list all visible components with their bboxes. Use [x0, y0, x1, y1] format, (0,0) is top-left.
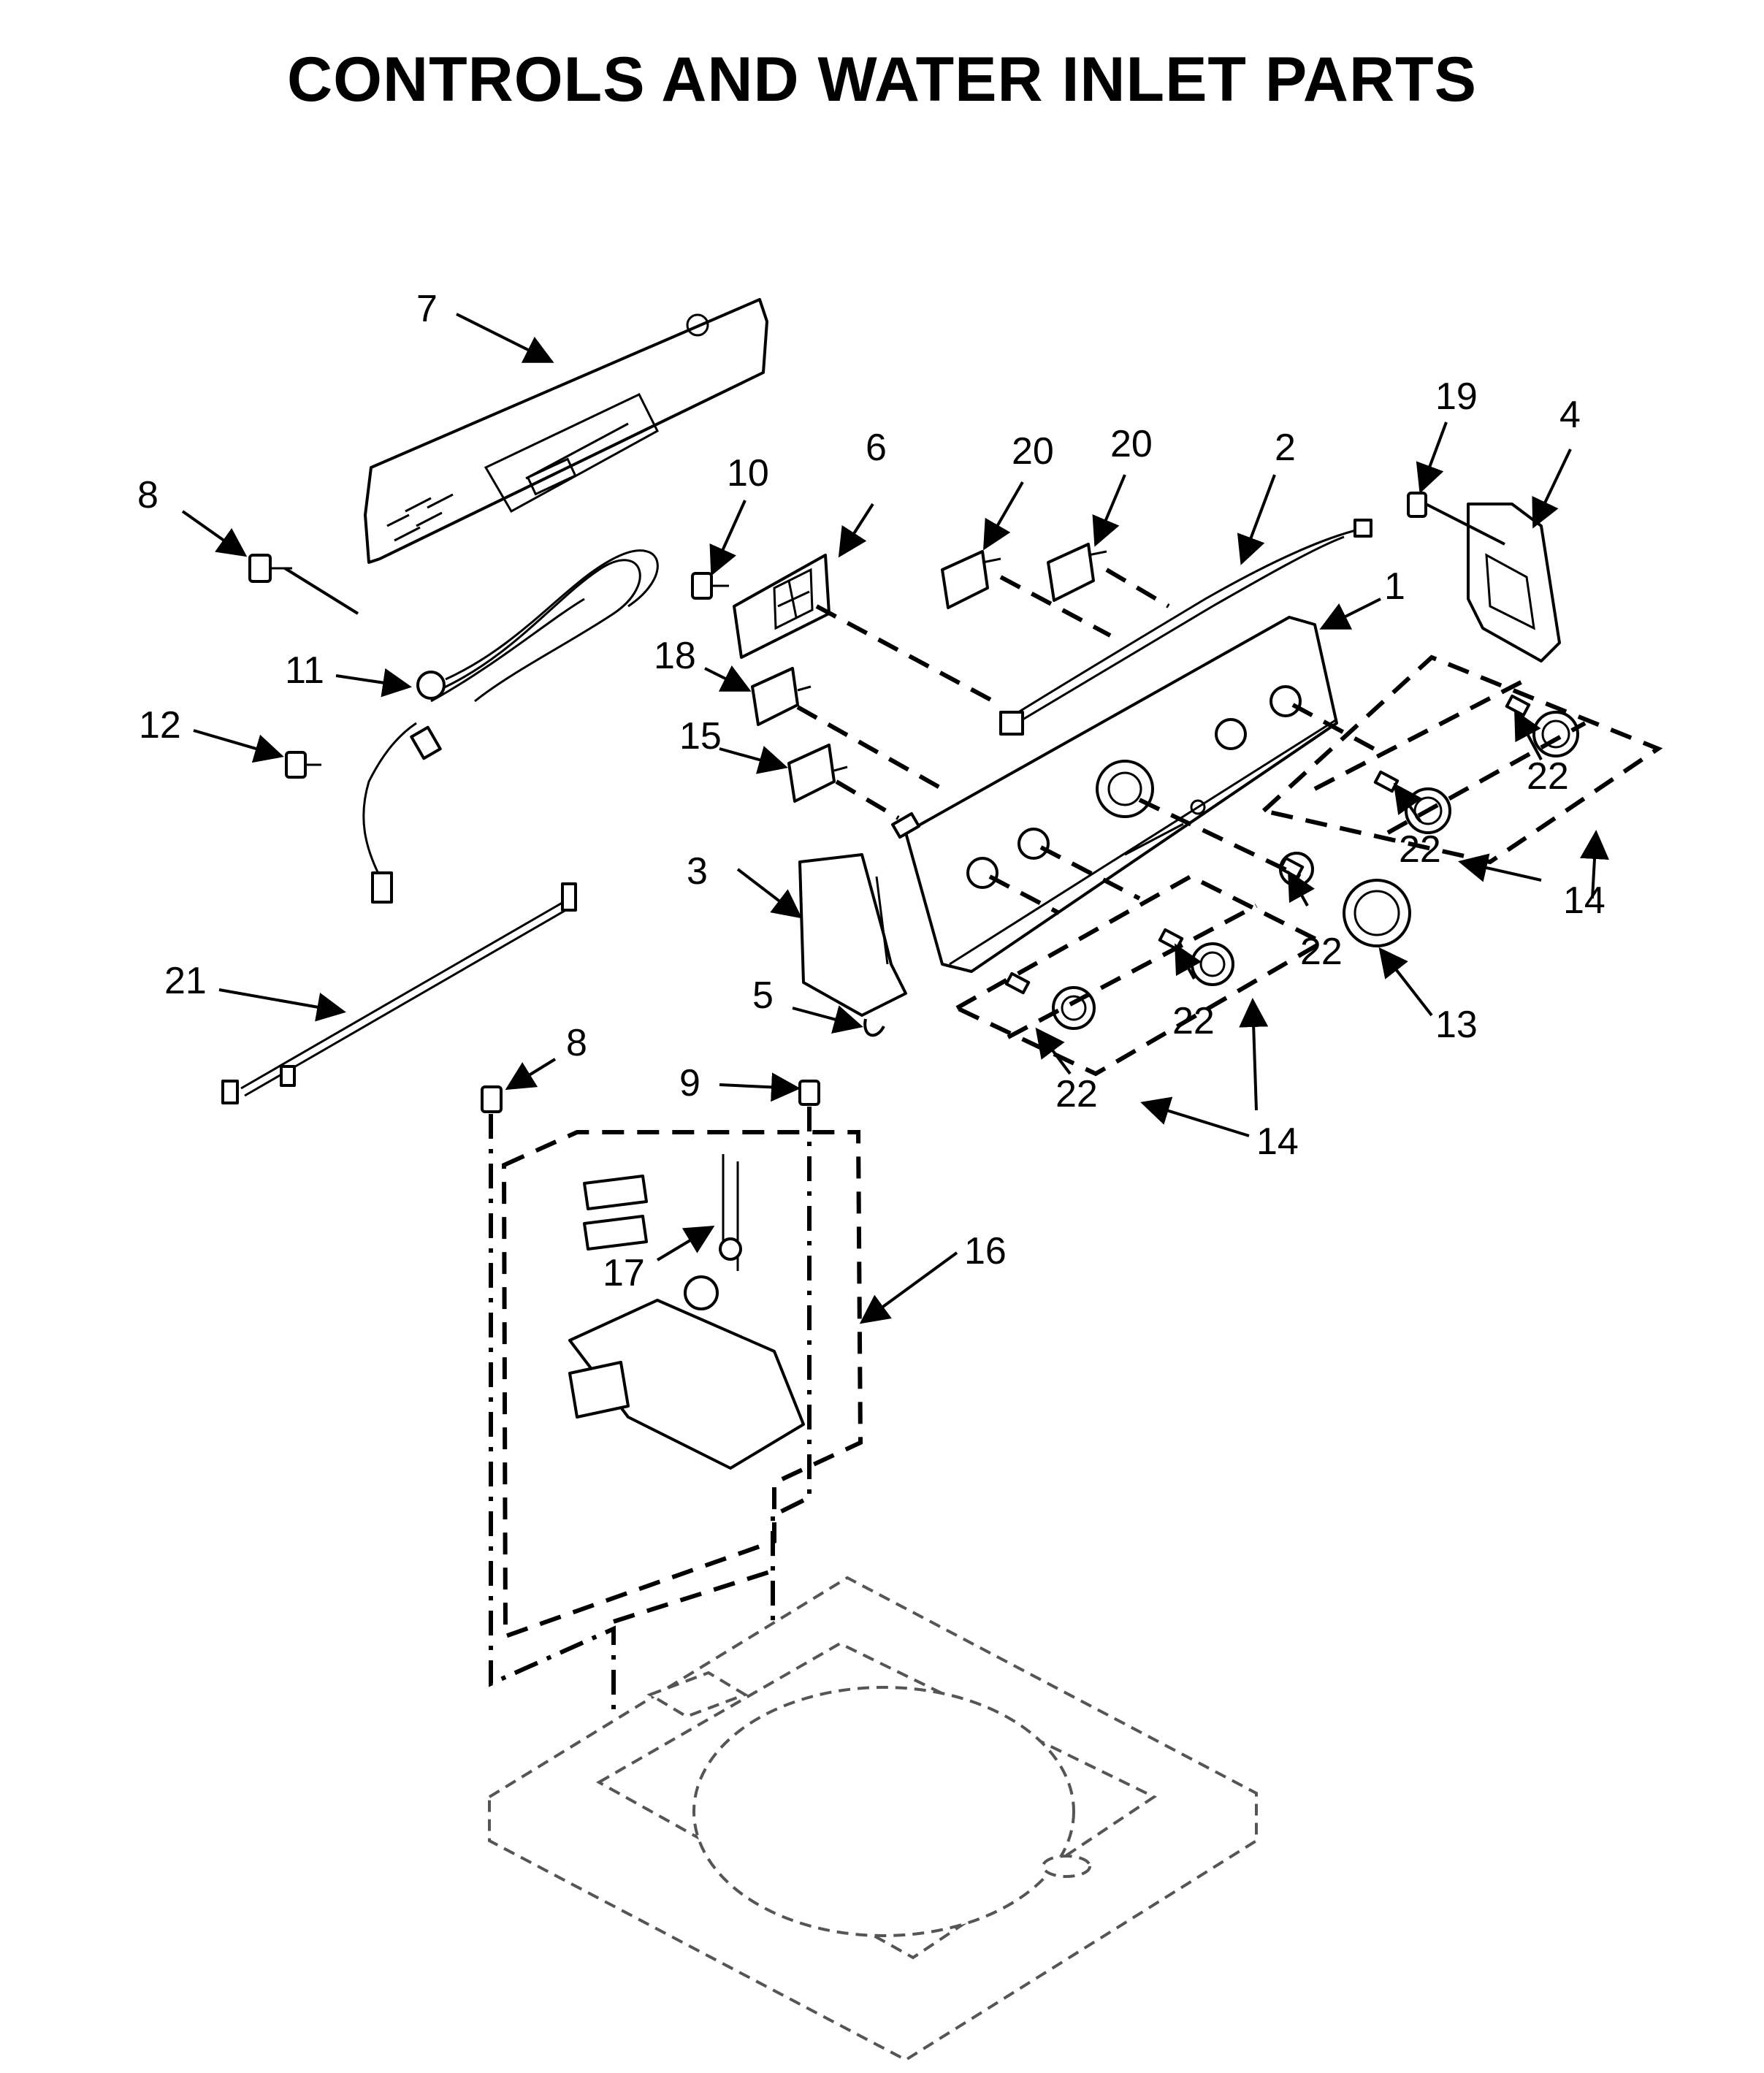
diagram-title: CONTROLS AND WATER INLET PARTS	[287, 45, 1477, 115]
callout-5: 5	[752, 974, 774, 1017]
control-board-part-6	[733, 554, 831, 659]
knob-part-22-b	[1158, 928, 1234, 986]
console-part-1	[891, 616, 1338, 973]
callout-16: 16	[964, 1230, 1007, 1272]
callout-9: 9	[679, 1062, 700, 1104]
screw-part-19	[1407, 492, 1505, 546]
screw-part-8-lower	[481, 1085, 503, 1113]
callout-14-right: 14	[1563, 879, 1605, 922]
callout-2: 2	[1275, 427, 1296, 469]
callout-10: 10	[727, 452, 769, 495]
water-valve-part-17	[568, 1154, 805, 1470]
group-outline-part-14-lower	[952, 874, 1327, 1077]
callout-7: 7	[416, 288, 438, 330]
screw-part-9	[798, 1080, 820, 1106]
callout-13: 13	[1435, 1004, 1478, 1046]
callout-11: 11	[285, 649, 324, 692]
cabinet-top	[488, 1576, 1258, 2062]
callout-19: 19	[1435, 375, 1478, 418]
callout-18: 18	[654, 635, 696, 677]
clip-part-5	[863, 1018, 885, 1037]
end-cap-part-4	[1467, 503, 1561, 663]
callout-22-a: 22	[1527, 755, 1569, 798]
wire-harness-part-2	[999, 519, 1372, 736]
callout-15: 15	[679, 715, 722, 757]
power-cord-part-11	[362, 549, 659, 904]
assembly-lines	[796, 568, 1382, 915]
wire-harness-part-21	[221, 882, 577, 1104]
callout-17: 17	[603, 1252, 645, 1294]
leader-arrows	[181, 313, 1609, 1324]
switch-part-20-right	[1047, 543, 1107, 602]
callout-8-upper: 8	[137, 474, 159, 516]
switch-part-20-left	[941, 550, 1001, 609]
callout-20-left: 20	[1012, 430, 1054, 473]
switch-part-18	[751, 667, 812, 726]
screw-part-10	[691, 572, 729, 600]
callout-21: 21	[164, 960, 207, 1002]
side-panel-part-3	[798, 853, 907, 1017]
callout-12: 12	[139, 704, 181, 747]
callout-22-c: 22	[1300, 931, 1343, 973]
callout-labels: 7 8 11 12 21 10 6 18 15 20 20 2 1 19 4 3…	[137, 288, 1605, 1294]
callout-3: 3	[687, 850, 708, 893]
screw-part-8-upper	[248, 554, 359, 615]
switch-part-15	[787, 744, 848, 803]
callout-8-lower: 8	[566, 1022, 587, 1064]
callout-22-e: 22	[1055, 1073, 1098, 1115]
callout-14-lower: 14	[1256, 1121, 1299, 1163]
callout-4: 4	[1559, 394, 1581, 436]
knob-part-22-c	[1373, 770, 1451, 834]
callout-1: 1	[1384, 565, 1405, 608]
callout-22-d: 22	[1172, 1000, 1215, 1042]
callout-6: 6	[866, 427, 887, 469]
callout-22-b: 22	[1399, 828, 1441, 871]
dial-part-13	[1343, 879, 1411, 947]
screw-part-12	[285, 751, 321, 779]
callout-20-right: 20	[1110, 423, 1153, 465]
valve-assembly-outline-part-16	[489, 1107, 863, 1709]
rear-panel-part-7	[364, 298, 768, 564]
